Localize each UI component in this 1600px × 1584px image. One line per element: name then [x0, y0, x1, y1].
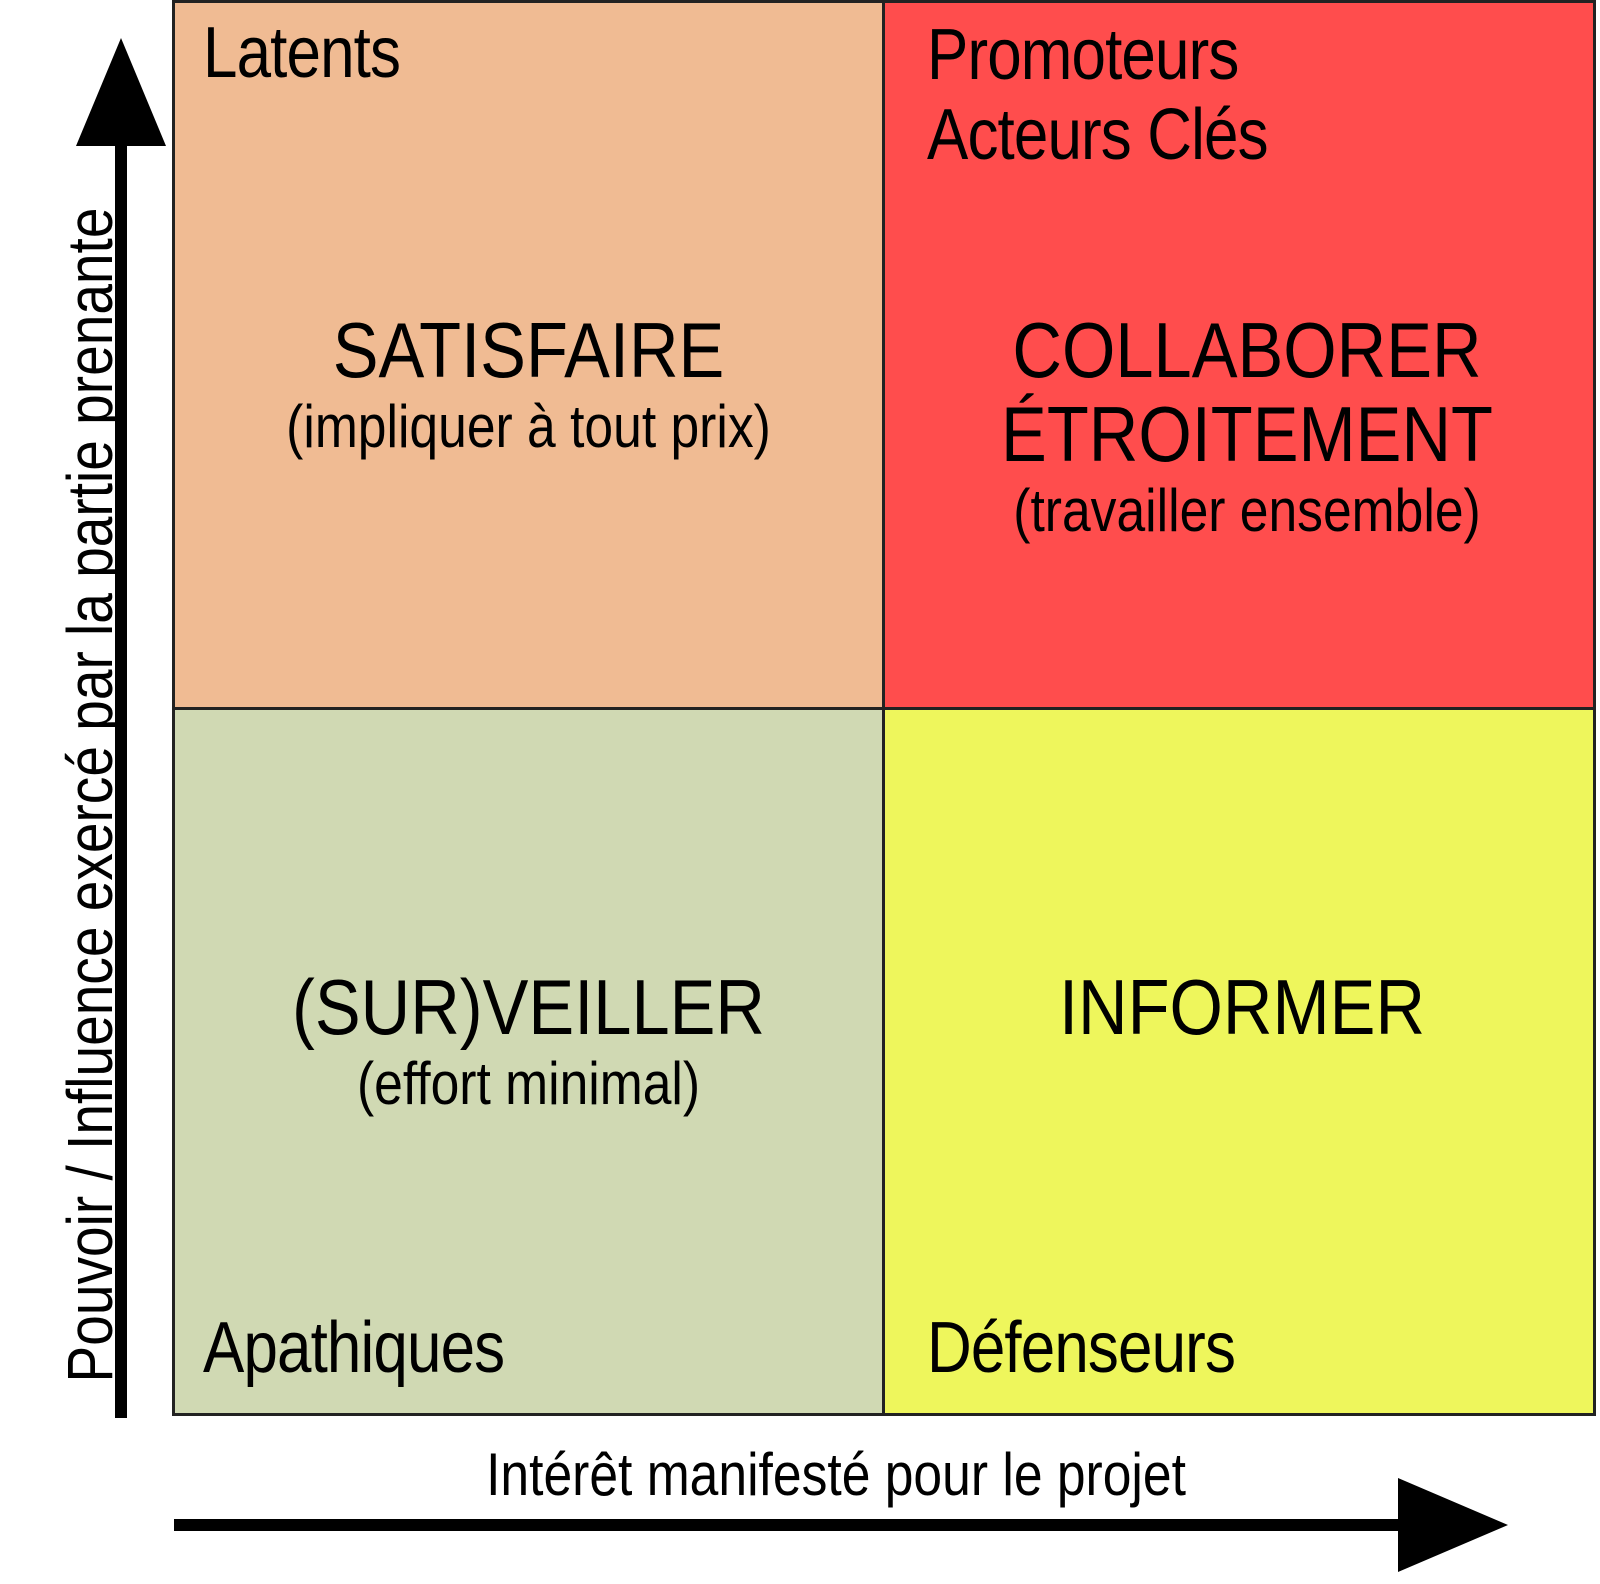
- quadrant-apathiques: Apathiques (SUR)VEILLER (effort minimal): [175, 710, 885, 1413]
- quadrant-title-defenseurs: Défenseurs: [927, 1308, 1236, 1388]
- quadrant-title-apathiques: Apathiques: [203, 1308, 505, 1388]
- corner-line-1: Promoteurs: [927, 15, 1239, 95]
- x-axis-arrowhead: [1398, 1478, 1508, 1572]
- quadrant-title-promoteurs: Promoteurs Acteurs Clés: [927, 15, 1269, 175]
- quadrant-action-block: SATISFAIRE (impliquer à tout prix): [175, 308, 882, 462]
- stakeholder-matrix: Latents SATISFAIRE (impliquer à tout pri…: [172, 0, 1596, 1416]
- action-label-satisfaire: SATISFAIRE: [332, 306, 725, 394]
- quadrant-defenseurs: Défenseurs INFORMER: [885, 710, 1593, 1413]
- action-detail: (travailler ensemble): [1013, 477, 1481, 544]
- x-axis-label: Intérêt manifesté pour le projet: [486, 1441, 1186, 1508]
- action-detail: (impliquer à tout prix): [286, 393, 771, 460]
- quadrant-action-block: INFORMER: [885, 965, 1593, 1049]
- quadrant-promoteurs: Promoteurs Acteurs Clés COLLABORER ÉTROI…: [885, 3, 1593, 710]
- quadrant-action-block: (SUR)VEILLER (effort minimal): [175, 965, 882, 1119]
- action-label-surveiller: (SUR)VEILLER: [292, 963, 765, 1051]
- quadrant-action-block: COLLABORER ÉTROITEMENT (travailler ensem…: [885, 308, 1593, 546]
- action-label-collaborer: COLLABORER: [1012, 306, 1482, 394]
- quadrant-latents: Latents SATISFAIRE (impliquer à tout pri…: [175, 3, 885, 710]
- action-label-etroitement: ÉTROITEMENT: [1001, 390, 1493, 478]
- action-label-informer: INFORMER: [1058, 963, 1426, 1051]
- action-detail: (effort minimal): [356, 1050, 701, 1117]
- corner-line-2: Acteurs Clés: [927, 95, 1269, 175]
- quadrant-title-latents: Latents: [203, 13, 401, 93]
- y-axis-arrowhead: [76, 38, 166, 146]
- y-axis-label: Pouvoir / Influence exercé par la partie…: [54, 207, 126, 1383]
